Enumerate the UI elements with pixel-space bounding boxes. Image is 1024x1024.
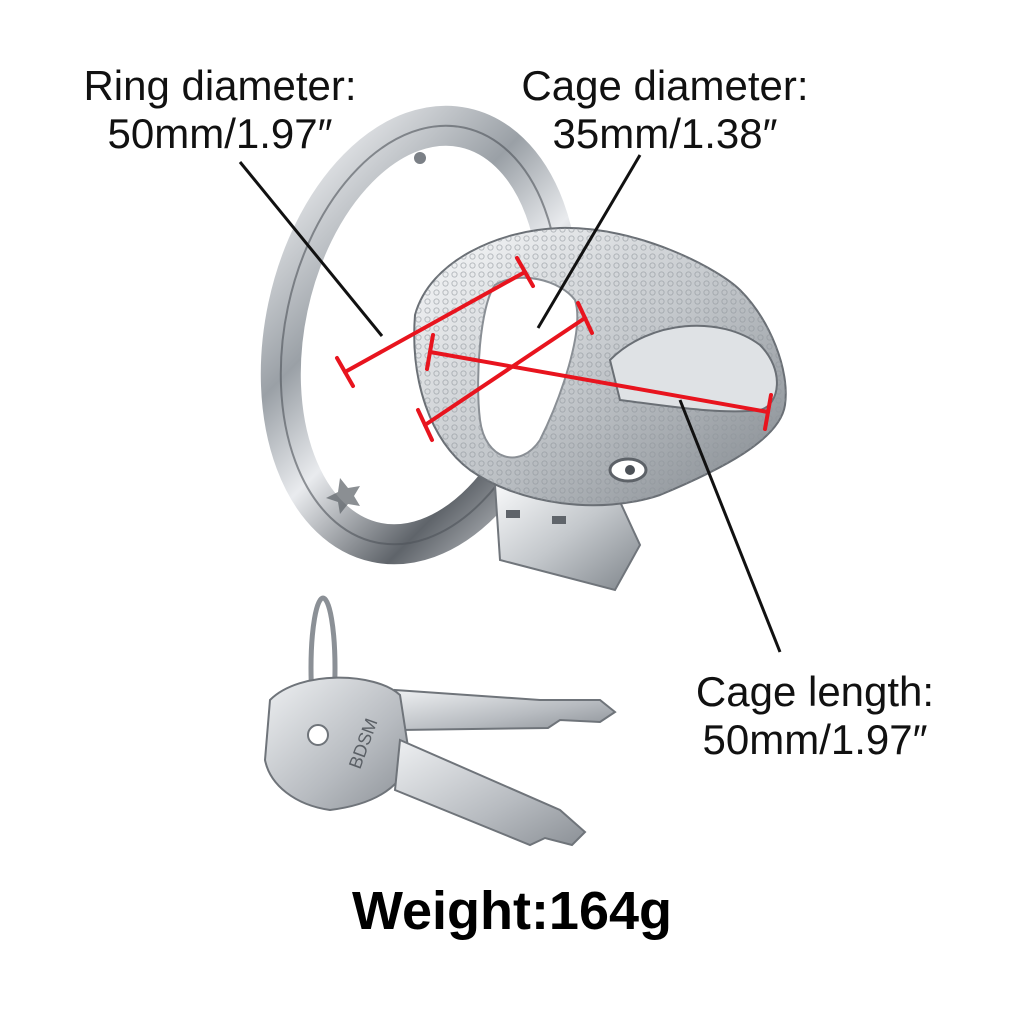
keys: BDSM — [263, 595, 617, 847]
ring-leader-line — [238, 161, 384, 337]
leader-lines — [238, 154, 782, 653]
cage-diameter-label: Cage diameter: 35mm/1.38″ — [505, 62, 825, 158]
front-key: BDSM — [263, 676, 587, 847]
cage-diameter-title: Cage diameter: — [521, 62, 809, 109]
back-key — [393, 688, 617, 732]
ring-diameter-title: Ring diameter: — [83, 62, 357, 109]
star-engraving — [326, 478, 360, 514]
cage-diameter-measure — [416, 301, 594, 442]
cage-diameter-value: 35mm/1.38″ — [552, 110, 778, 157]
ring-diameter-label: Ring diameter: 50mm/1.97″ — [60, 62, 380, 158]
cage-length-value: 50mm/1.97″ — [702, 716, 928, 763]
cage-diameter-leader-line — [536, 154, 642, 329]
key-hole — [307, 724, 329, 746]
cage-length-title: Cage length: — [695, 668, 935, 715]
ring-diameter-value: 50mm/1.97″ — [107, 110, 333, 157]
ring-diameter-measure — [335, 256, 535, 388]
cage-length-leader-line — [678, 399, 782, 653]
cage-length-measure — [425, 333, 773, 431]
cage — [413, 226, 787, 507]
weight-label: Weight:164g — [351, 881, 673, 941]
cage-length-label: Cage length: 50mm/1.97″ — [680, 668, 950, 764]
measurement-lines — [335, 256, 773, 442]
ring-hinge-pin — [414, 152, 426, 164]
